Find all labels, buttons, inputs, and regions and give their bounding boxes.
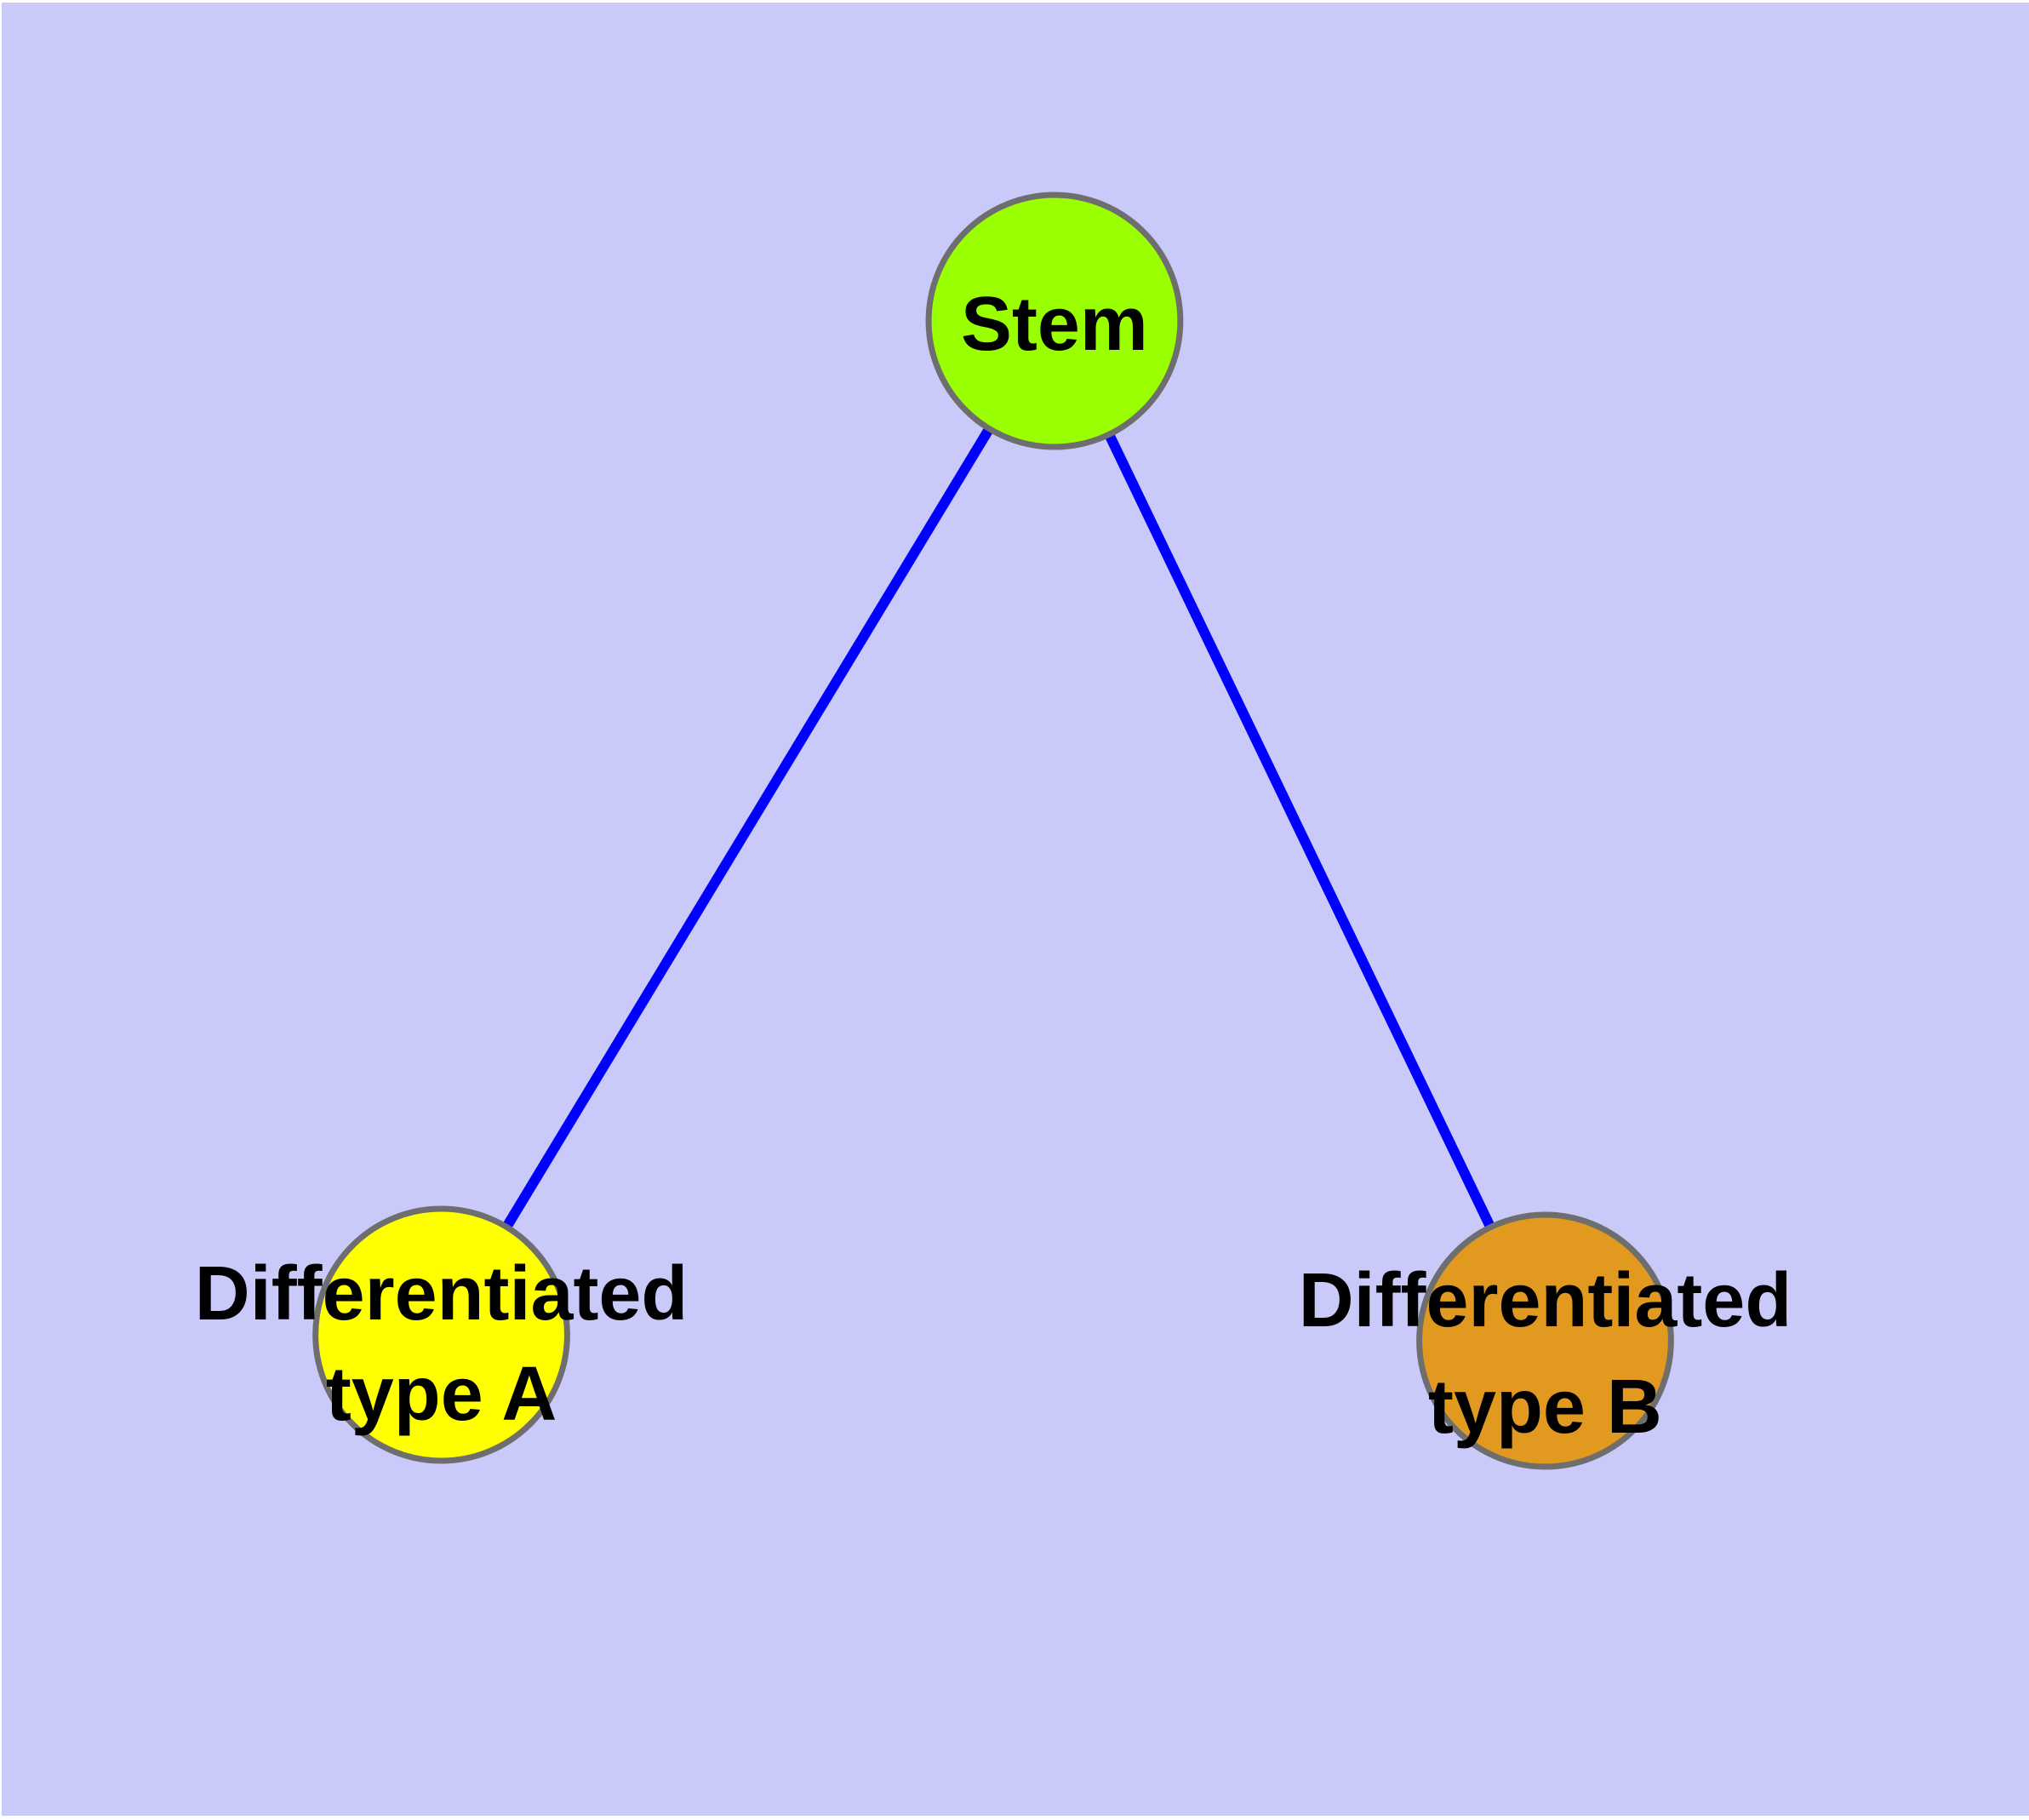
node-type-b-label-line-2: type B [1428, 1365, 1662, 1450]
edge-stem-to-type-b [1049, 318, 1550, 1343]
node-stem [925, 192, 1184, 450]
node-stem-label: Stem [961, 282, 1148, 367]
node-differentiated-type-b [1416, 1211, 1674, 1470]
edge-stem-to-type-a [437, 318, 1060, 1338]
node-differentiated-type-a [312, 1205, 570, 1464]
node-type-a-label-line-2: type A [326, 1352, 557, 1437]
node-type-a-label-line-1: Differentiated [195, 1251, 689, 1336]
diagram-background: Stem Differentiated type A Differentiate… [2, 3, 2029, 1816]
node-type-b-label-line-1: Differentiated [1299, 1258, 1792, 1343]
graph-canvas: Stem Differentiated type A Differentiate… [195, 192, 1792, 1470]
